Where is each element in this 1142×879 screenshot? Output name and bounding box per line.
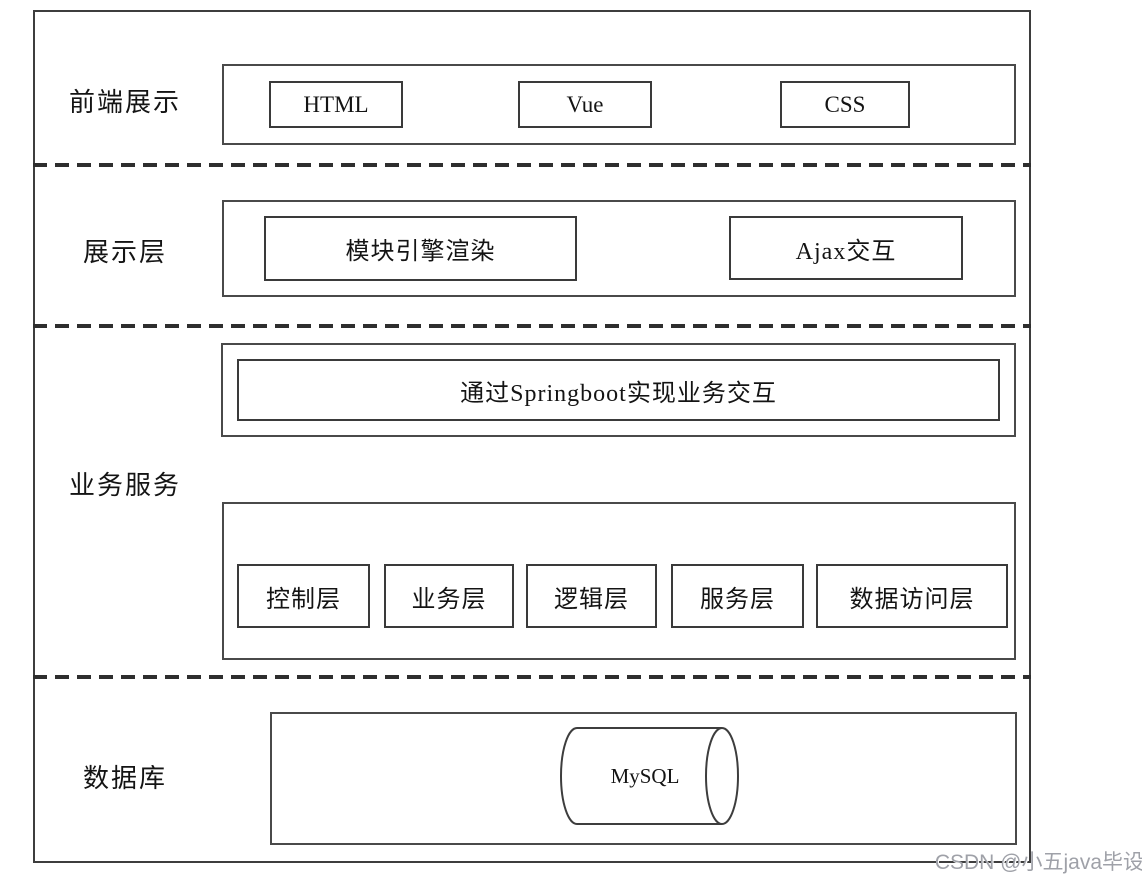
box-control-layer: 控制层 bbox=[237, 564, 370, 628]
dashed-separator-2 bbox=[33, 324, 1031, 328]
box-ajax: Ajax交互 bbox=[729, 216, 963, 280]
box-business-layer: 业务层 bbox=[384, 564, 514, 628]
box-logic-layer: 逻辑层 bbox=[526, 564, 657, 628]
layer-label-display: 展示层 bbox=[82, 238, 167, 267]
layer-label-business: 业务服务 bbox=[68, 471, 181, 500]
dashed-separator-1 bbox=[33, 163, 1031, 167]
box-data-access-layer: 数据访问层 bbox=[816, 564, 1008, 628]
box-vue: Vue bbox=[518, 81, 652, 128]
layer-label-frontend: 前端展示 bbox=[68, 88, 181, 117]
layer-label-database: 数据库 bbox=[82, 764, 167, 793]
box-template-render: 模块引擎渲染 bbox=[264, 216, 577, 281]
box-springboot-banner: 通过Springboot实现业务交互 bbox=[237, 359, 1000, 421]
mysql-cylinder-icon bbox=[560, 727, 739, 825]
dashed-separator-3 bbox=[33, 675, 1031, 679]
mysql-label: MySQL bbox=[610, 764, 680, 788]
box-html: HTML bbox=[269, 81, 403, 128]
box-css: CSS bbox=[780, 81, 910, 128]
csdn-watermark: CSDN @小五java毕设 bbox=[934, 851, 1142, 874]
box-service-layer: 服务层 bbox=[671, 564, 804, 628]
